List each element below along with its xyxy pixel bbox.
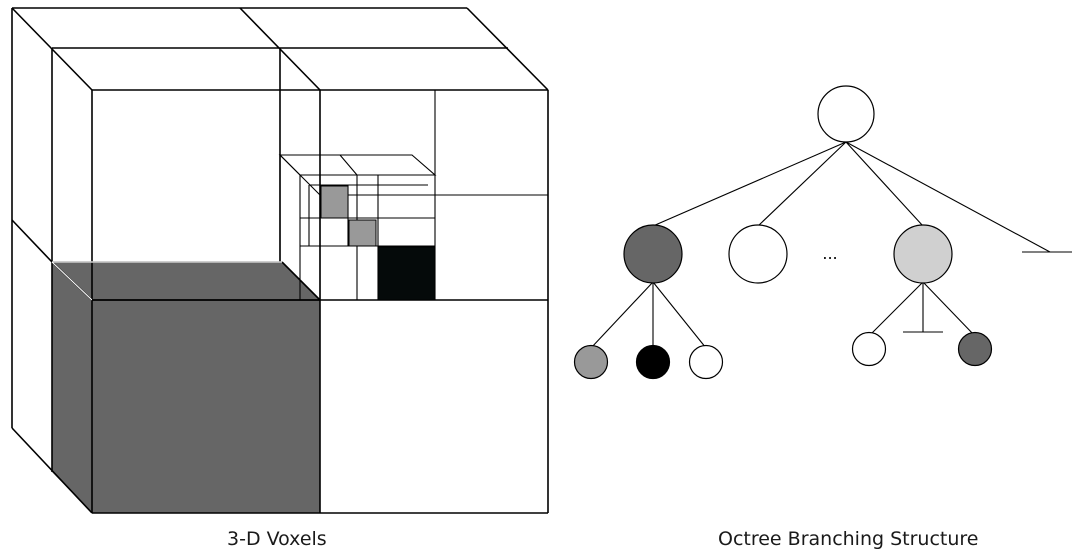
child-node-dark-gray — [623, 224, 683, 284]
dark-octant-side-face — [52, 262, 92, 513]
tree-edges — [590, 141, 1072, 349]
voxels-caption: 3-D Voxels — [227, 528, 327, 550]
small-voxel-black — [377, 246, 436, 301]
small-voxel-mid-gray-2 — [348, 219, 377, 247]
sibling-ellipsis: ... — [822, 244, 837, 263]
small-subcube — [278, 154, 437, 301]
root-node — [817, 85, 875, 143]
child-node-white — [728, 224, 788, 284]
leaf-node-black — [635, 344, 671, 380]
leaf-node-dark-gray — [957, 331, 993, 367]
leaf-node-mid-gray — [573, 344, 609, 380]
child-node-light-gray — [893, 224, 953, 284]
leaf-node-white-2 — [851, 331, 887, 367]
small-voxel-mid-gray — [320, 185, 349, 219]
dark-octant-front-face — [92, 300, 320, 513]
octree-caption: Octree Branching Structure — [718, 528, 979, 550]
octree-tree: ... — [573, 85, 1072, 380]
leaf-node-white — [688, 344, 724, 380]
dark-octant-rim — [51, 261, 320, 301]
dark-octant-top-face — [52, 262, 320, 300]
voxel-cube — [11, 7, 549, 514]
